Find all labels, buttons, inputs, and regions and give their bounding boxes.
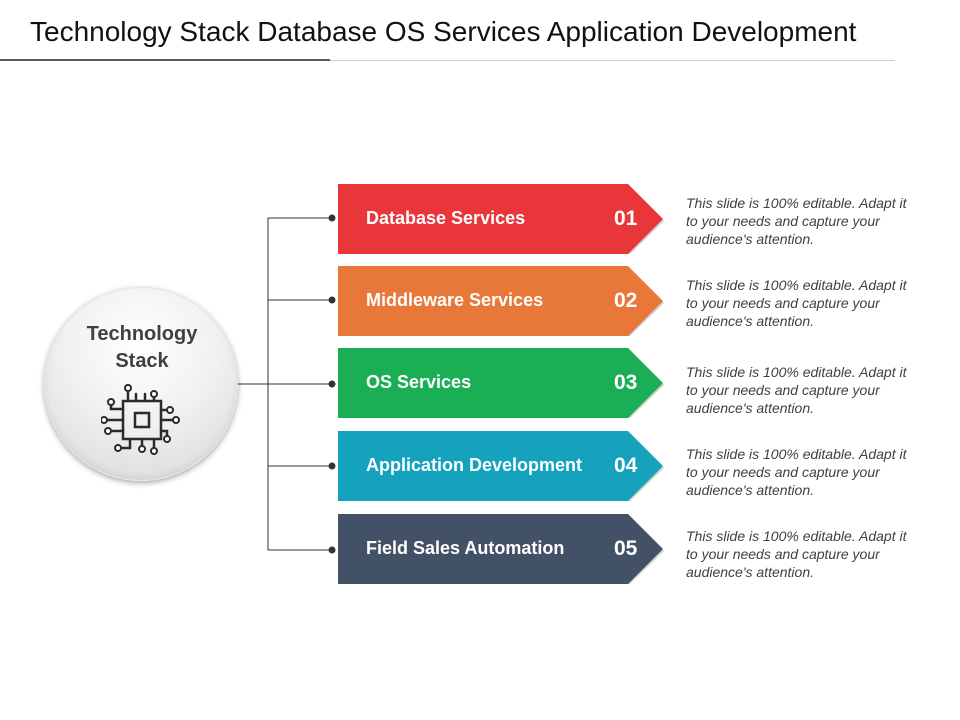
stack-item-number: 05 [614,537,638,560]
branch-dot-4 [328,462,336,470]
title-underline [0,59,330,61]
stack-item-label: Database Services [366,208,526,228]
stack-item-number: 01 [614,207,638,230]
stack-item-number: 03 [614,371,638,394]
stack-item-label: Field Sales Automation [366,538,565,558]
branch-dot-5 [328,546,336,554]
arrow-banner [338,431,664,501]
stack-item-description: This slide is 100% editable. Adapt it to… [686,528,907,580]
stack-item-application-development: Application Development 04 [338,431,668,501]
stack-item-os-services: OS Services 03 [338,348,668,418]
arrow-banner [338,514,664,584]
stack-item-description: This slide is 100% editable. Adapt it to… [686,364,907,416]
arrow-banner [338,348,664,418]
technology-stack-hub: Technology Stack [44,287,238,481]
arrow-banner [338,184,664,254]
stack-item-description: This slide is 100% editable. Adapt it to… [686,446,907,498]
stack-item-description: This slide is 100% editable. Adapt it to… [686,195,907,247]
stack-item-label: Middleware Services [366,290,544,310]
slide-title: Technology Stack Database OS Services Ap… [30,16,857,47]
stack-item-label: OS Services [366,372,472,392]
stack-item-number: 04 [614,454,638,477]
branch-dot-3 [328,380,336,388]
stack-item-label: Application Development [366,455,583,475]
stack-item-middleware-services: Middleware Services 02 [338,266,668,336]
stack-item-number: 02 [614,289,638,312]
stack-item-database-services: Database Services 01 [338,184,668,254]
branch-dot-2 [328,296,336,304]
title-divider [330,60,895,61]
stack-item-description: This slide is 100% editable. Adapt it to… [686,277,907,329]
circuit-chip-icon [101,384,180,455]
stack-item-field-sales-automation: Field Sales Automation 05 [338,514,668,584]
hub-label-line-2: Stack [115,350,169,372]
hub-label: Technology Stack [45,321,239,375]
arrow-banner [338,266,664,336]
hub-label-line-1: Technology [86,323,198,345]
branch-dot-1 [328,214,336,222]
